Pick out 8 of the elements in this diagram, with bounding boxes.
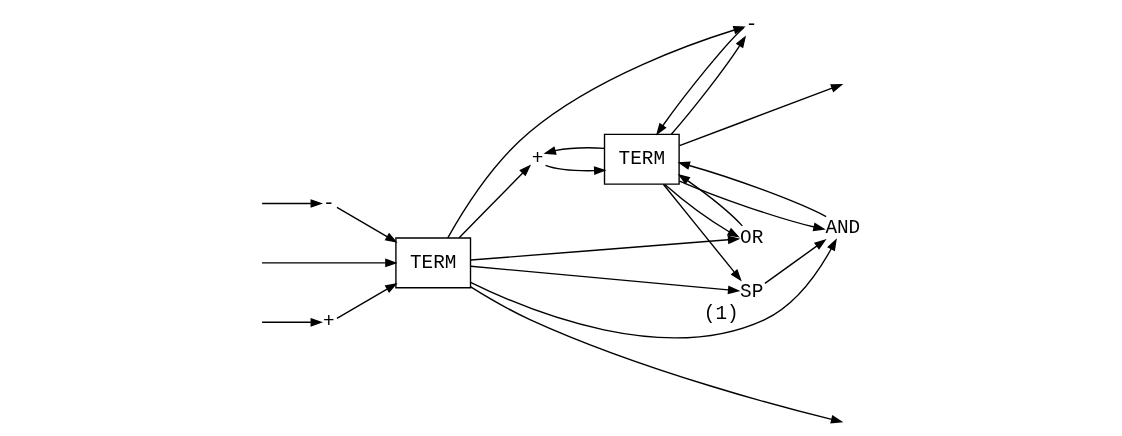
node-text: - (745, 14, 758, 37)
node-text: OR (740, 227, 764, 250)
node-text: SP (740, 281, 764, 304)
node-text: - (323, 192, 335, 215)
node-label: (1) (703, 303, 739, 326)
node-text: + (323, 311, 335, 334)
node-text: + (531, 148, 544, 171)
node-text: AND (825, 217, 861, 240)
